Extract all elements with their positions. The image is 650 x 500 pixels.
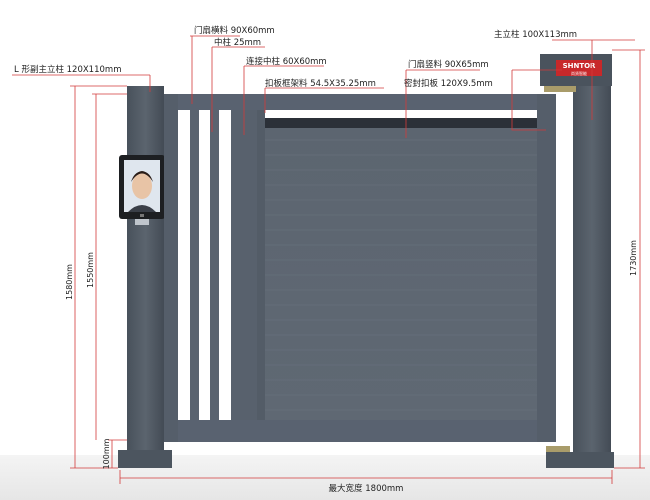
face-terminal	[119, 155, 165, 225]
main-post	[573, 78, 611, 454]
main-post-base	[546, 452, 614, 468]
panel-frame-left	[257, 110, 265, 420]
seal-panel	[265, 118, 537, 420]
brand-plate	[556, 60, 602, 76]
brand-sub: 尚贤智能	[571, 70, 587, 76]
connecting-post	[231, 110, 257, 420]
panel-slats	[265, 139, 537, 411]
label-main-post: 主立柱 100X113mm	[494, 29, 577, 40]
label-l-post: L 形副主立柱 120X110mm	[14, 64, 121, 75]
hinge-bottom	[546, 446, 570, 456]
gate-left-stile	[164, 94, 178, 442]
gate-bottom-rail	[164, 420, 556, 442]
dim-1580: 1580mm	[65, 264, 74, 300]
leader-gate-stile	[511, 70, 546, 131]
middle-post-bar-2	[210, 110, 219, 420]
dim-max-width: 最大宽度 1800mm	[329, 483, 404, 494]
dim-100: 100mm	[102, 438, 111, 469]
gate-top-rail	[164, 94, 556, 110]
l-post-base	[118, 450, 172, 468]
middle-post-bar-1	[190, 110, 199, 420]
hinge-top	[544, 86, 576, 92]
label-panel-frame: 扣板框架料 54.5X35.25mm	[265, 78, 376, 89]
label-gate-rail: 门扇横料 90X60mm	[194, 25, 275, 36]
panel-top-shadow	[265, 118, 537, 128]
l-sub-post	[127, 86, 164, 454]
label-middle-post: 中柱 25mm	[214, 37, 261, 48]
label-gate-stile: 门扇竖料 90X65mm	[408, 59, 489, 70]
dim-1730: 1730mm	[629, 240, 638, 276]
brand-name: SHNTOR	[563, 62, 596, 70]
label-seal-panel: 密封扣板 120X9.5mm	[404, 78, 493, 89]
gate-right-stile	[537, 94, 556, 442]
floor	[0, 455, 650, 500]
dim-1550: 1550mm	[86, 252, 95, 288]
label-connecting-post: 连接中柱 60X60mm	[246, 56, 327, 67]
